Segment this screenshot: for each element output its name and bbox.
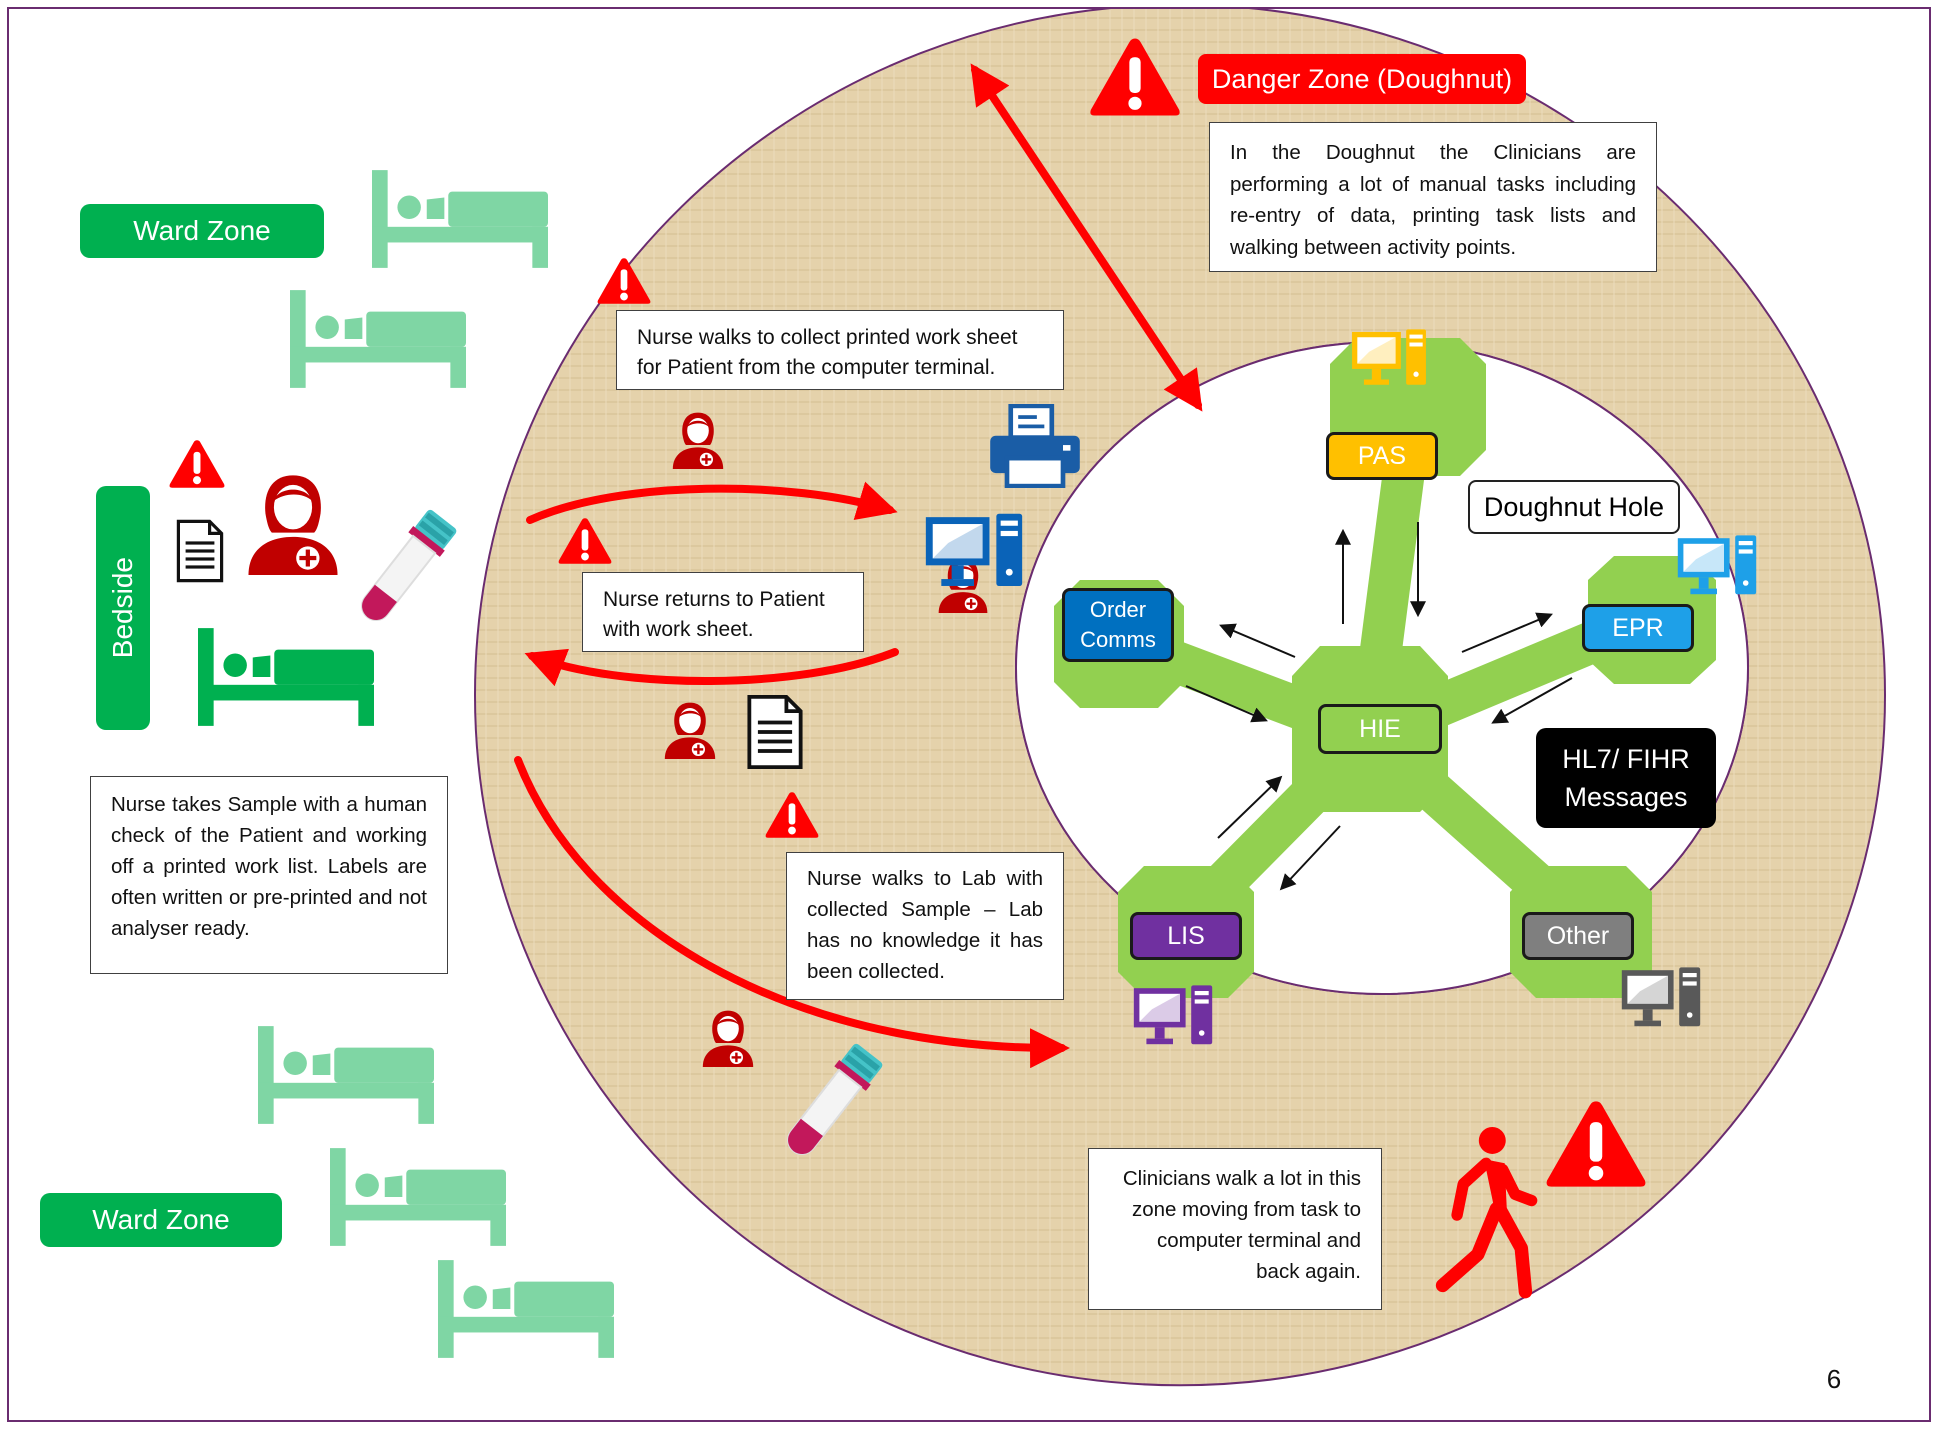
- pas-text: PAS: [1357, 442, 1407, 470]
- collect-sheet-note: Nurse walks to collect printed work shee…: [616, 310, 1064, 390]
- return-patient-text: Nurse returns to Patient with work sheet…: [603, 588, 825, 641]
- hl7-line1: HL7/ FIHR: [1562, 744, 1690, 774]
- hie-text: HIE: [1359, 715, 1401, 743]
- bed-icon-5: [438, 1260, 614, 1358]
- take-sample-text: Nurse takes Sample with a human check of…: [111, 793, 427, 940]
- ward-zone-label-top: Ward Zone: [80, 204, 324, 258]
- clinicians-walk-note: Clinicians walk a lot in this zone movin…: [1088, 1148, 1382, 1310]
- lis-label: LIS: [1130, 912, 1242, 960]
- ward-zone-label-bottom: Ward Zone: [40, 1193, 282, 1247]
- walk-lab-note: Nurse walks to Lab with collected Sample…: [786, 852, 1064, 1000]
- walk-lab-text: Nurse walks to Lab with collected Sample…: [807, 867, 1043, 983]
- bed-icon-3: [258, 1026, 434, 1124]
- hl7-line2: Messages: [1564, 782, 1688, 812]
- nurse-icon-bedside: [248, 475, 338, 575]
- clinicians-walk-text: Clinicians walk a lot in this zone movin…: [1122, 1167, 1361, 1283]
- arrow-to-terminal: [526, 481, 898, 524]
- lis-text: LIS: [1167, 922, 1205, 950]
- page-number-text: 6: [1826, 1364, 1842, 1394]
- page-number: 6: [1814, 1364, 1854, 1398]
- bed-icon-1: [372, 170, 548, 268]
- bed-icon-2: [290, 290, 466, 388]
- other-label: Other: [1522, 912, 1634, 960]
- doughnut-info-text: In the Doughnut the Clinicians are perfo…: [1230, 141, 1636, 259]
- take-sample-note: Nurse takes Sample with a human check of…: [90, 776, 448, 974]
- arrow-to-lab: [514, 756, 1070, 1069]
- bed-icon-4: [330, 1148, 506, 1246]
- doughnut-info-note: In the Doughnut the Clinicians are perfo…: [1209, 122, 1657, 272]
- ward-zone-text-bottom: Ward Zone: [92, 1204, 230, 1235]
- hie-label: HIE: [1318, 704, 1442, 754]
- arrow-zone-width: [970, 63, 1203, 412]
- warning-icon-bedside: [169, 440, 225, 488]
- message-arrows: [1185, 522, 1573, 891]
- collect-sheet-text: Nurse walks to collect printed work shee…: [637, 326, 1018, 379]
- return-patient-note: Nurse returns to Patient with work sheet…: [582, 572, 864, 652]
- pas-label: PAS: [1326, 432, 1438, 480]
- document-icon-worksheet: [747, 694, 803, 770]
- order-comms-text-2: Comms: [1080, 627, 1156, 652]
- doughnut-hole-text: Doughnut Hole: [1483, 491, 1665, 522]
- bedside-label: Bedside: [96, 486, 150, 730]
- sample-tube-icon-bedside: [350, 505, 461, 631]
- document-icon-bedside: [176, 519, 224, 583]
- danger-zone-label: Danger Zone (Doughnut): [1198, 54, 1526, 104]
- doughnut-hole-label: Doughnut Hole: [1468, 480, 1680, 534]
- epr-label: EPR: [1582, 604, 1694, 652]
- arrow-back-to-patient: [524, 648, 899, 687]
- page-frame: [7, 7, 1931, 1422]
- bedside-text: Bedside: [107, 557, 138, 659]
- bed-icon-bedside: [198, 628, 374, 726]
- order-comms-label: Order Comms: [1062, 588, 1174, 662]
- hl7-messages-label: HL7/ FIHR Messages: [1536, 728, 1716, 828]
- other-text: Other: [1546, 922, 1610, 950]
- order-comms-text-1: Order: [1089, 597, 1147, 622]
- ward-zone-text-top: Ward Zone: [133, 215, 271, 246]
- danger-zone-text: Danger Zone (Doughnut): [1211, 63, 1513, 94]
- walking-arrows: [514, 63, 1203, 1069]
- epr-text: EPR: [1612, 614, 1664, 642]
